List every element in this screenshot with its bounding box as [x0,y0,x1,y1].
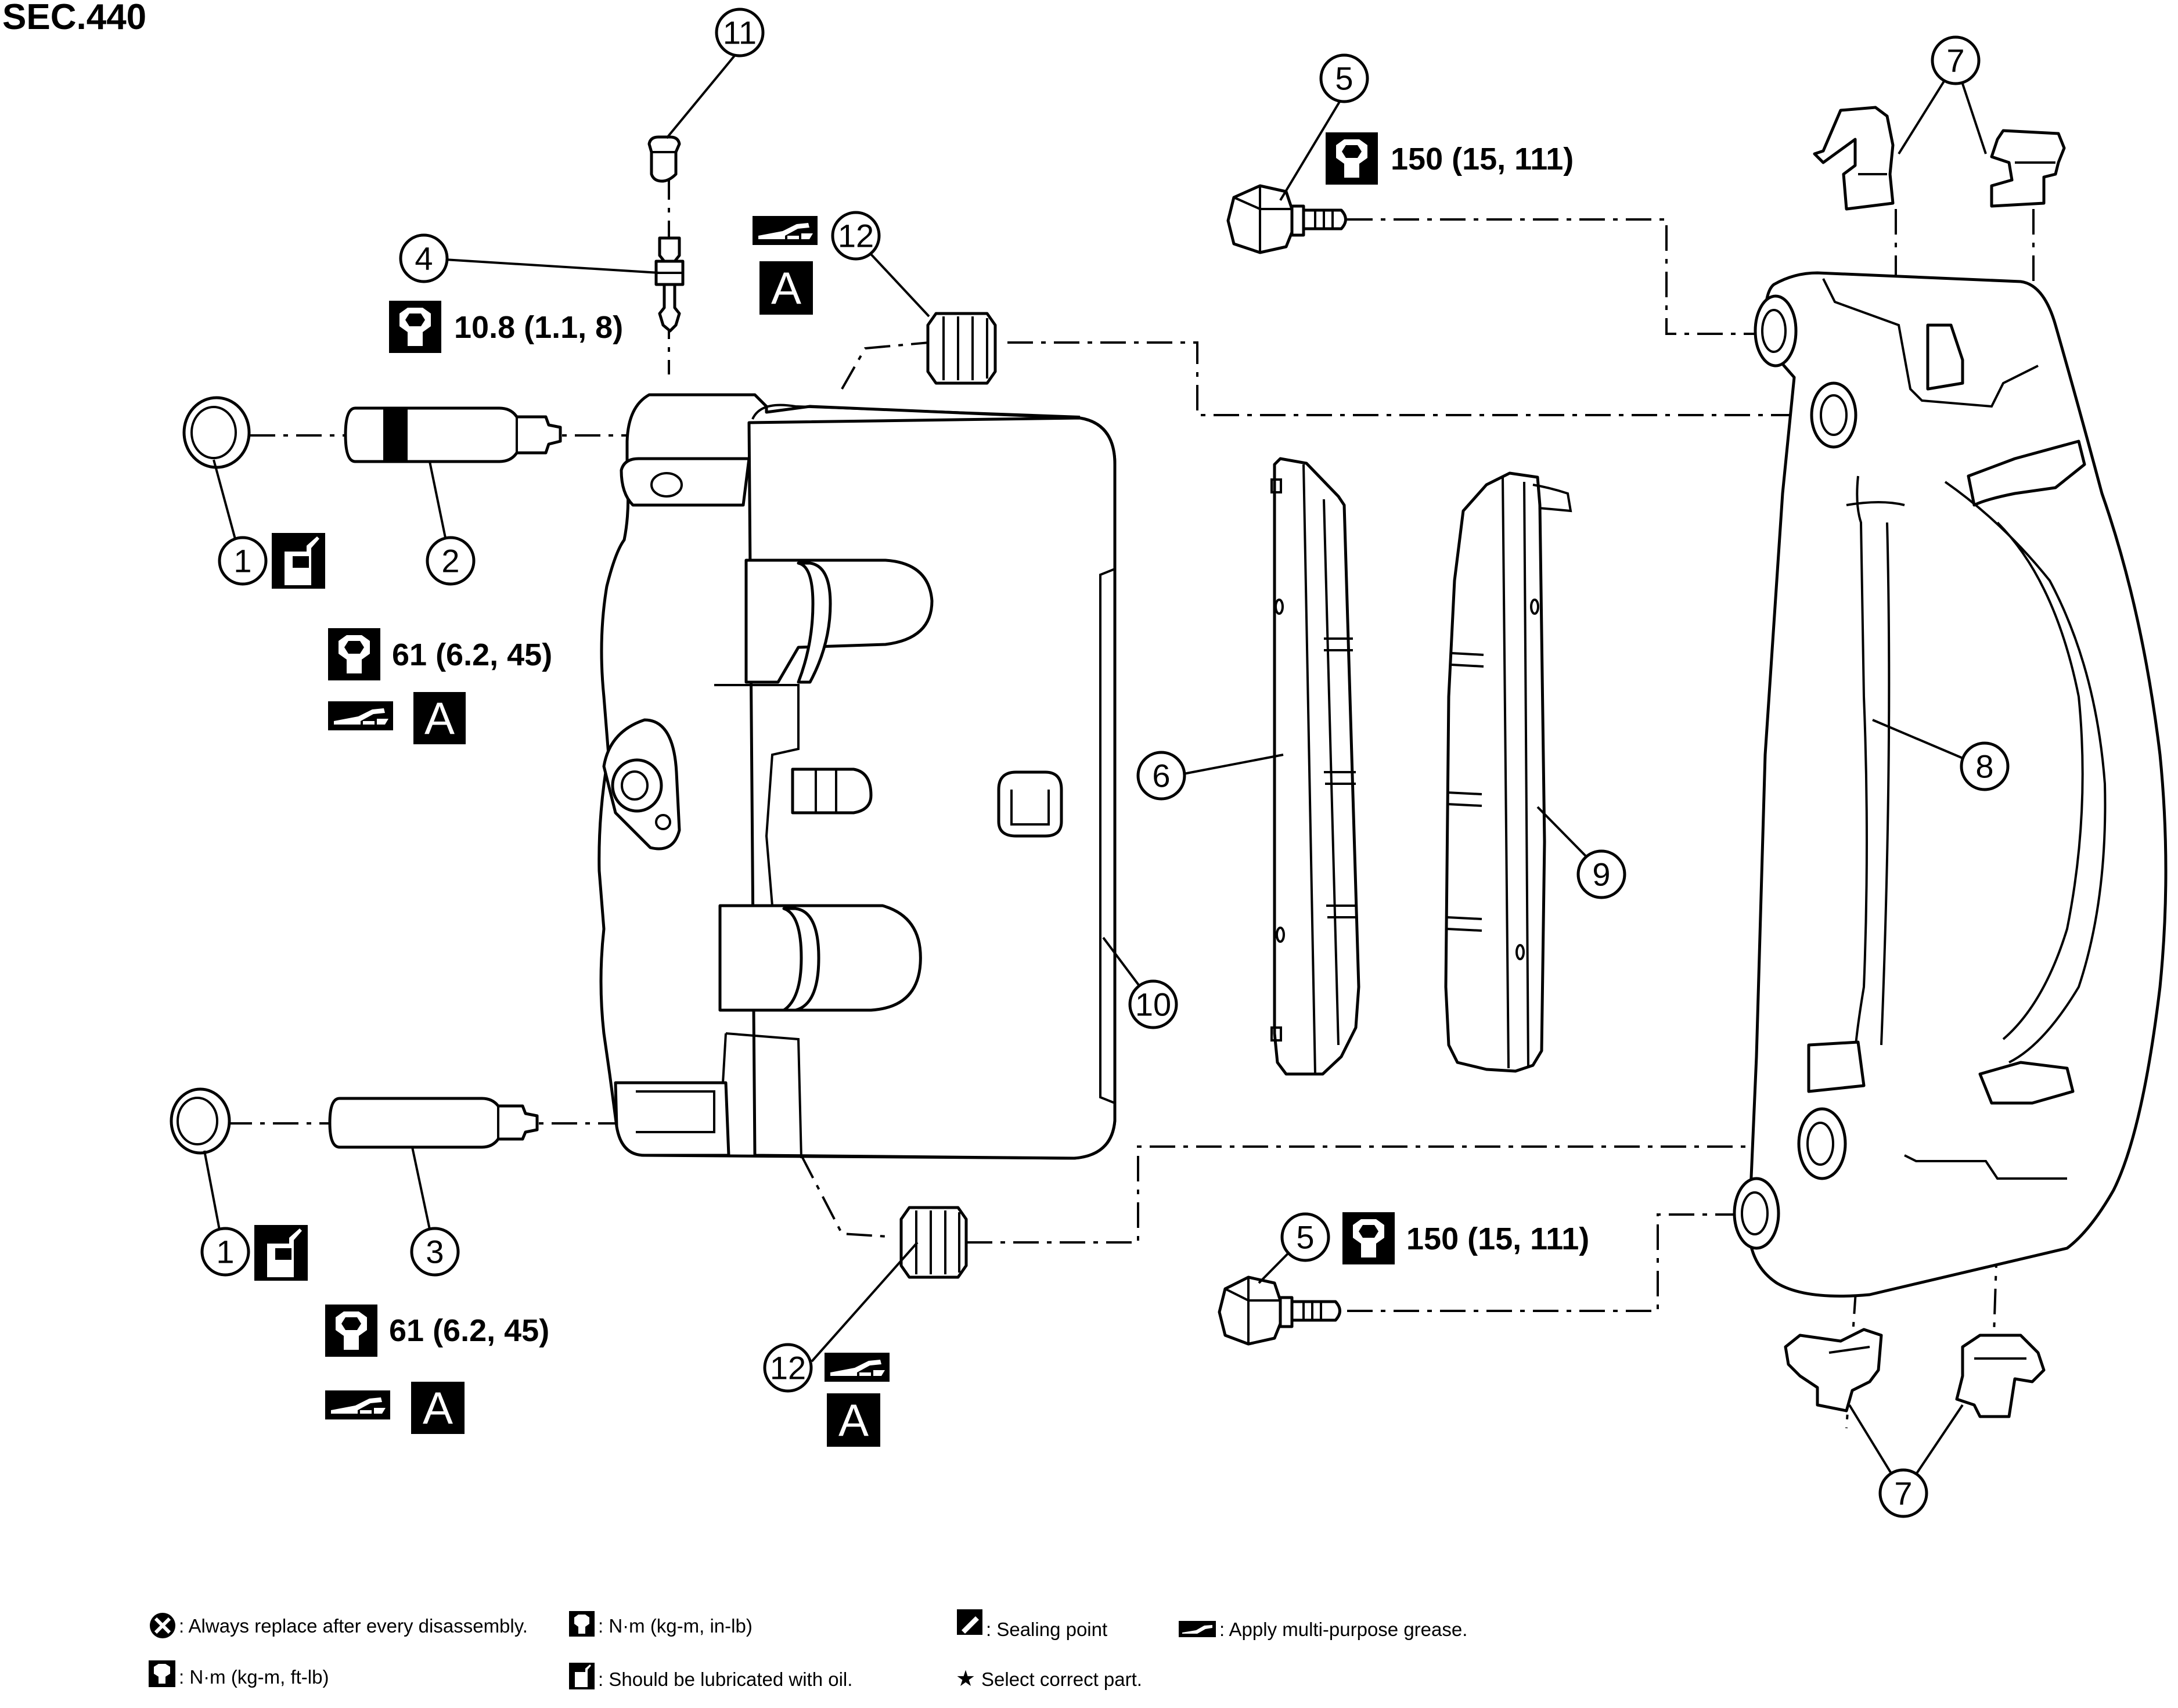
legend-grease: : Apply multi-purpose grease. [1219,1619,1467,1640]
torque-bolt-lower: 150 (15, 111) [1406,1221,1589,1256]
sliding-pin-lower [328,1097,539,1149]
wrench-hex-icon [149,1660,175,1687]
mounting-bolt-lower [1218,1275,1341,1346]
callout-1-upper: 1 [218,536,268,586]
svg-text:5: 5 [1335,60,1353,97]
callout-8: 8 [1960,741,2010,791]
grease-mark-a: A [838,1394,869,1446]
wrench-hex-icon [389,301,441,353]
outer-brake-pad [1444,471,1572,1073]
wrench-hex-icon [1326,132,1378,185]
callout-11: 11 [715,8,765,57]
svg-text:9: 9 [1592,856,1610,893]
callout-5-lower: 5 [1280,1212,1330,1262]
svg-text:4: 4 [415,240,433,277]
sealant-tube-icon [957,1609,982,1635]
legend-replace: : Always replace after every disassembly… [179,1615,528,1637]
pad-retainer-lower-left [1784,1328,1883,1412]
grease-gun-icon [1179,1621,1216,1637]
oil-can-icon [272,533,325,589]
oil-can-icon [254,1225,308,1281]
callout-12-upper: 12 [831,211,881,261]
pad-retainer-lower-right [1955,1334,2046,1418]
svg-text:7: 7 [1946,42,1964,79]
svg-text:1: 1 [233,543,251,579]
svg-text:2: 2 [441,543,459,579]
section-label: SEC.440 [2,0,146,37]
svg-text:11: 11 [723,15,757,51]
wrench-hex-icon [569,1611,595,1637]
torque-pin-upper: 61 (6.2, 45) [392,637,552,672]
callout-4: 4 [399,233,449,283]
star-icon: ★ [956,1666,975,1691]
x-circle-icon [150,1613,175,1638]
callout-5-upper: 5 [1319,53,1369,103]
wrench-hex-icon [1342,1212,1395,1264]
legend-nm-inlb: : N·m (kg-m, in-lb) [598,1615,753,1637]
legend: : Always replace after every disassembly… [149,1609,1467,1691]
legend-oil: : Should be lubricated with oil. [598,1669,852,1690]
svg-text:7: 7 [1894,1475,1912,1512]
bleeder-cap [647,135,681,183]
grease-mark-a: A [424,693,455,744]
svg-text:3: 3 [426,1234,444,1270]
svg-text:10: 10 [1135,986,1171,1023]
callout-9: 9 [1576,849,1626,899]
svg-text:6: 6 [1152,758,1170,794]
pin-dust-cap-lower [170,1087,231,1155]
torque-bolt-upper: 150 (15, 111) [1391,142,1574,176]
svg-text:5: 5 [1296,1219,1314,1256]
wrench-hex-icon [325,1305,377,1357]
inner-brake-pad [1270,457,1360,1076]
mounting-bolt-upper [1226,184,1347,254]
torque-member [1733,271,2168,1298]
callout-12-lower: 12 [763,1343,813,1393]
svg-text:12: 12 [838,218,874,254]
grease-gun-icon [325,1390,390,1419]
legend-sealing: : Sealing point [986,1619,1107,1640]
pin-boot-lower [899,1206,968,1279]
grease-mark-a: A [771,262,801,314]
grease-gun-icon [825,1353,890,1382]
grease-mark-a: A [423,1382,453,1433]
pad-retainer-upper-right [1990,129,2066,208]
callout-7-upper: 7 [1931,35,1981,85]
callout-7-lower: 7 [1878,1468,1928,1518]
oil-can-icon [569,1663,595,1689]
torque-bleeder: 10.8 (1.1, 8) [454,310,623,345]
grease-gun-icon [753,216,818,245]
callout-1-lower: 1 [200,1227,250,1277]
callout-10: 10 [1128,979,1178,1029]
grease-gun-icon [328,701,393,730]
callout-6: 6 [1136,751,1186,801]
torque-pin-lower: 61 (6.2, 45) [389,1313,549,1348]
callout-3: 3 [410,1227,460,1277]
pad-retainer-upper-left [1813,106,1895,211]
svg-text:1: 1 [216,1234,234,1270]
wrench-hex-icon [328,628,380,680]
callout-2: 2 [426,536,476,586]
legend-nm-ftlb: : N·m (kg-m, ft-lb) [179,1666,329,1688]
caliper-body [597,393,1117,1160]
sliding-pin-upper [344,406,562,463]
pin-boot-upper [926,312,997,385]
bleeder-screw [654,236,685,333]
svg-text:8: 8 [1975,748,1993,785]
svg-text:12: 12 [770,1350,806,1386]
legend-select: Select correct part. [981,1669,1142,1690]
